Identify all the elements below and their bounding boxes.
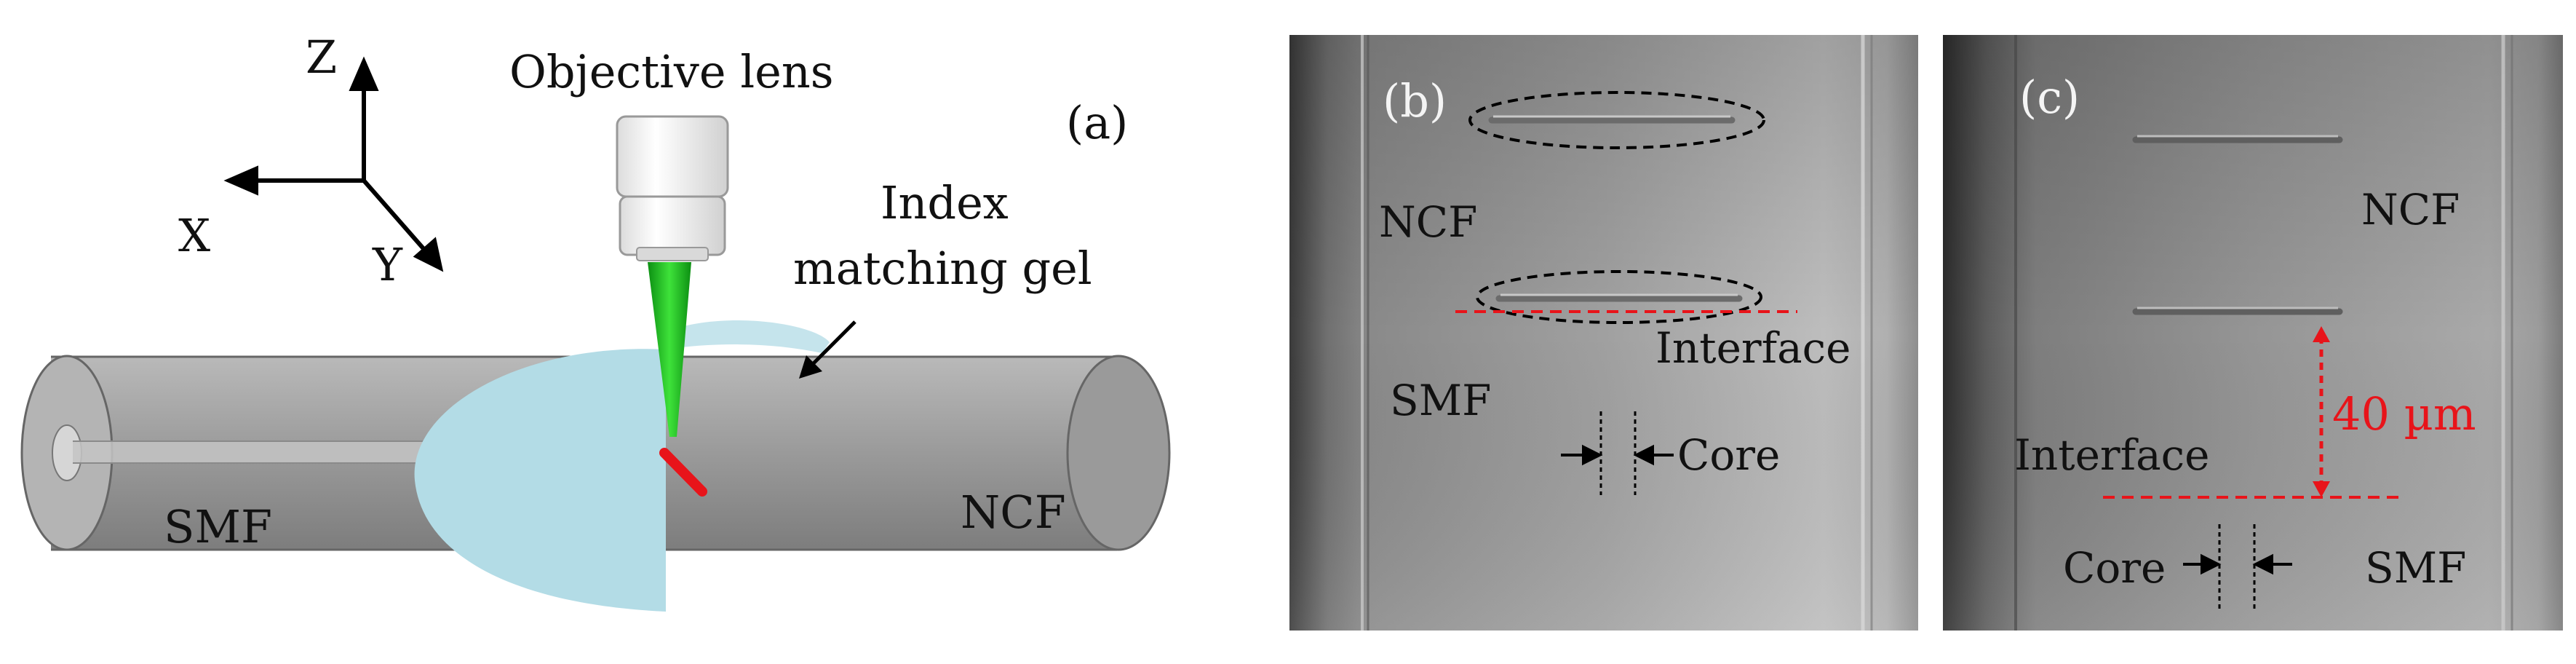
laser-beam <box>648 262 691 437</box>
objective-lens-label: Objective lens <box>509 45 834 98</box>
objective-lens-icon <box>616 115 729 261</box>
highlight-ellipse <box>1476 270 1762 324</box>
laser-written-mark <box>659 448 707 497</box>
interface-label: Interface <box>2014 430 2209 480</box>
core-label: Core <box>1677 430 1780 480</box>
core-arrows-icon <box>1561 444 1674 466</box>
ncf-label: NCF <box>2361 185 2460 234</box>
panel-c: (c) NCF Interface 40 µm Core SMF <box>1943 35 2563 631</box>
smf-label: SMF <box>1390 376 1491 425</box>
smf-label: SMF <box>2365 543 2466 593</box>
distance-label: 40 µm <box>2332 387 2476 440</box>
gel-label-line2: matching gel <box>793 242 1092 295</box>
panel-c-tag: (c) <box>2019 71 2080 124</box>
panel-b: (b) NCF SMF Interface Core <box>1289 35 1918 631</box>
ncf-label: NCF <box>1379 197 1477 247</box>
gel-pointer-arrow <box>799 320 856 379</box>
interface-label: Interface <box>1655 323 1850 373</box>
panel-a: Z X Y <box>20 31 1171 612</box>
gel-label-line1: Index <box>880 176 1009 229</box>
axes-icon <box>223 56 444 272</box>
core-arrows-icon <box>2183 553 2292 575</box>
panel-b-tag: (b) <box>1383 74 1447 127</box>
axis-x-label: X <box>178 209 210 262</box>
core-label: Core <box>2063 543 2166 593</box>
axis-z-label: Z <box>306 31 337 84</box>
panel-a-tag: (a) <box>1066 96 1128 149</box>
ncf-label: NCF <box>961 486 1066 539</box>
distance-arrow <box>2313 326 2330 497</box>
axis-y-label: Y <box>372 238 403 291</box>
index-matching-gel <box>414 320 830 612</box>
smf-label: SMF <box>164 500 272 553</box>
highlight-ellipse <box>1468 91 1765 149</box>
